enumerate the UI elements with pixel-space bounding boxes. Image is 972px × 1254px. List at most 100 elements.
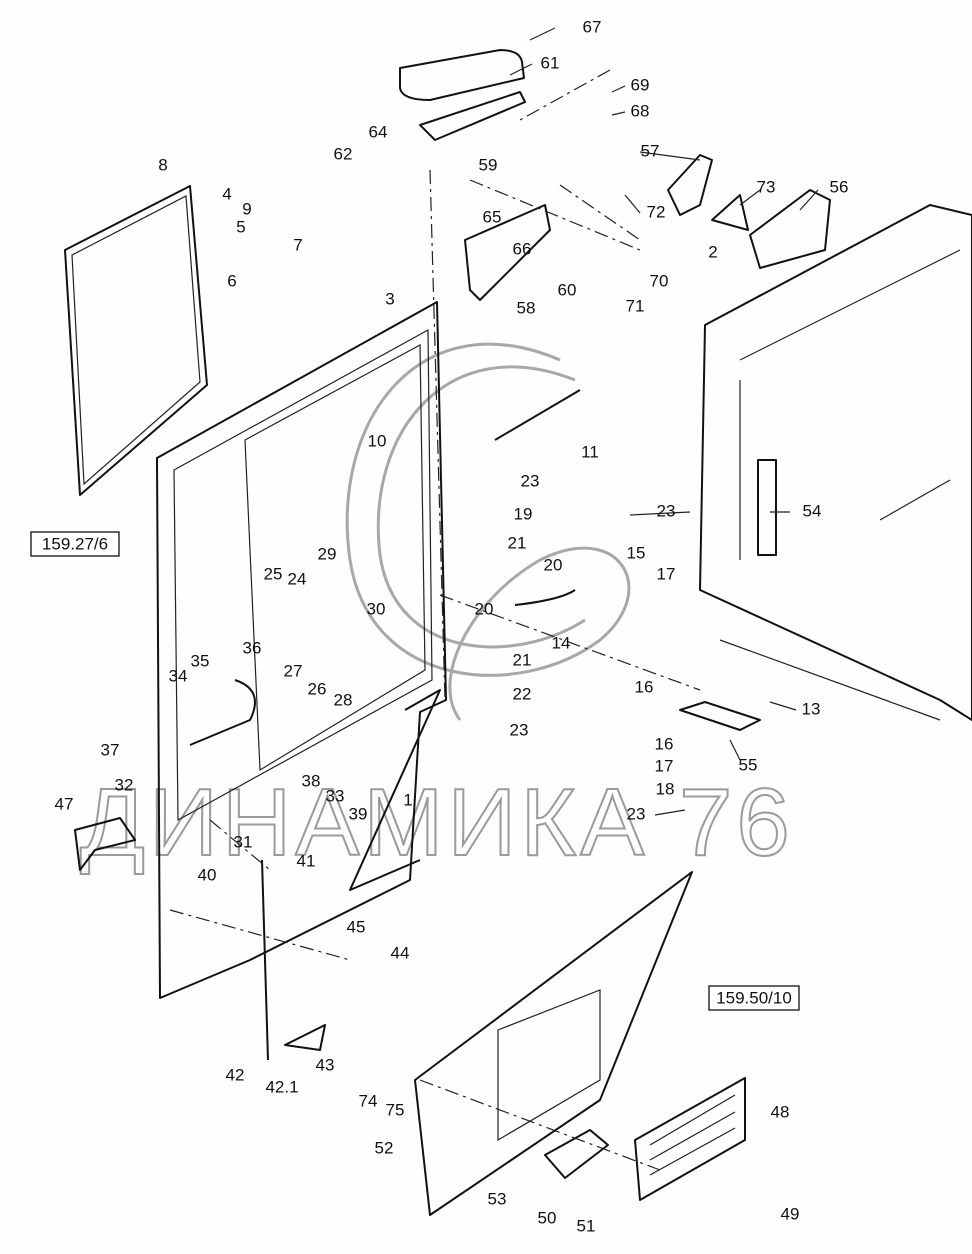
watermark-logo — [345, 342, 631, 721]
callout-label: 2 — [708, 242, 717, 261]
callout-label: 48 — [771, 1102, 790, 1121]
callout-label: 14 — [552, 633, 571, 652]
callout-label: 71 — [626, 296, 645, 315]
plate-73 — [711, 194, 749, 231]
callout-label: 59 — [479, 155, 498, 174]
callout-label: 64 — [369, 122, 388, 141]
callout-label: 56 — [830, 177, 849, 196]
callout-label: 29 — [318, 544, 337, 563]
ref-box-left-window — [30, 531, 120, 557]
cabin-frame — [699, 204, 972, 721]
callout-label: 53 — [488, 1189, 507, 1208]
lock-47 — [74, 817, 136, 871]
rod-41 — [261, 859, 269, 1061]
callout-label: 23 — [657, 501, 676, 520]
callout-label: 10 — [368, 431, 387, 450]
ref-box-side-panel — [708, 985, 800, 1011]
callout-label: 5 — [236, 217, 245, 236]
callout-label: 19 — [514, 504, 533, 523]
callout-label: 66 — [513, 239, 532, 258]
callout-label: 41 — [297, 851, 316, 870]
callout-label: 25 — [264, 564, 283, 583]
callout-label: 30 — [367, 599, 386, 618]
leader-lines — [509, 27, 819, 816]
callout-label: 20 — [544, 555, 563, 574]
callout-label: 38 — [302, 771, 321, 790]
assembly-lines — [169, 69, 701, 1171]
rod-11 — [494, 389, 581, 441]
callout-label: 42 — [226, 1065, 245, 1084]
callout-label: 33 — [326, 786, 345, 805]
armrest — [399, 49, 526, 141]
callout-label: 37 — [101, 740, 120, 759]
callout-label: 18 — [656, 779, 675, 798]
left-window-panel — [64, 185, 208, 496]
callout-label: 28 — [334, 690, 353, 709]
grab-handle-36 — [189, 679, 256, 746]
ref-side-panel: 159.50/10 — [716, 988, 792, 1007]
callout-label: 40 — [198, 865, 217, 884]
plate-57 — [667, 154, 713, 216]
callout-label: 45 — [347, 917, 366, 936]
callout-label: 51 — [577, 1216, 596, 1235]
callout-label: 23 — [510, 720, 529, 739]
callout-label: 49 — [781, 1204, 800, 1223]
callout-label: 27 — [284, 661, 303, 680]
callout-label: 44 — [391, 943, 410, 962]
callout-label: 17 — [657, 564, 676, 583]
callout-label: 31 — [234, 832, 253, 851]
callout-label: 55 — [739, 755, 758, 774]
callout-label: 75 — [386, 1100, 405, 1119]
callout-label: 17 — [655, 756, 674, 775]
callout-label: 7 — [293, 235, 302, 254]
callout-label: 39 — [349, 804, 368, 823]
callout-labels: 67 61 69 68 64 62 57 59 8 56 73 72 4 9 5… — [55, 17, 849, 1235]
callout-label: 11 — [581, 442, 599, 461]
callout-label: 54 — [803, 501, 822, 520]
callout-label: 47 — [55, 794, 74, 813]
callout-label: 42.1 — [265, 1077, 298, 1096]
hinge-56 — [749, 189, 831, 269]
callout-label: 16 — [655, 734, 674, 753]
callout-label: 6 — [227, 271, 236, 290]
handle-55 — [679, 701, 761, 731]
callout-label: 50 — [538, 1208, 557, 1227]
callout-label: 52 — [375, 1138, 394, 1157]
callout-label: 32 — [115, 775, 134, 794]
callout-label: 69 — [631, 75, 650, 94]
grille-48 — [634, 1077, 746, 1201]
door-frame — [156, 301, 447, 999]
callout-label: 60 — [558, 280, 577, 299]
callout-label: 8 — [158, 155, 167, 174]
bracket-58 — [464, 204, 551, 301]
callout-label: 61 — [541, 53, 560, 72]
callout-label: 35 — [191, 651, 210, 670]
callout-label: 4 — [222, 184, 231, 203]
callout-label: 68 — [631, 101, 650, 120]
callout-label: 23 — [521, 471, 540, 490]
callout-label: 72 — [647, 202, 666, 221]
callout-label: 43 — [316, 1055, 335, 1074]
callout-label: 58 — [517, 298, 536, 317]
watermark-text: ДИНАМИКА 76 — [80, 769, 794, 876]
callout-label: 22 — [513, 684, 532, 703]
callout-label: 34 — [169, 666, 188, 685]
callout-label: 36 — [243, 638, 262, 657]
callout-label: 1 — [403, 790, 412, 809]
callout-label: 65 — [483, 207, 502, 226]
callout-label: 24 — [288, 569, 307, 588]
ref-left-window: 159.27/6 — [42, 534, 108, 553]
callout-label: 21 — [508, 533, 527, 552]
callout-label: 16 — [635, 677, 654, 696]
callout-label: 13 — [802, 699, 821, 718]
callout-label: 21 — [513, 650, 532, 669]
callout-label: 9 — [242, 199, 251, 218]
side-panel — [414, 871, 693, 1216]
callout-label: 74 — [359, 1091, 378, 1110]
callout-label: 67 — [583, 17, 602, 36]
callout-label: 20 — [475, 599, 494, 618]
callout-label: 62 — [334, 144, 353, 163]
callout-label: 26 — [308, 679, 327, 698]
callout-label: 73 — [757, 177, 776, 196]
callout-label: 70 — [650, 271, 669, 290]
